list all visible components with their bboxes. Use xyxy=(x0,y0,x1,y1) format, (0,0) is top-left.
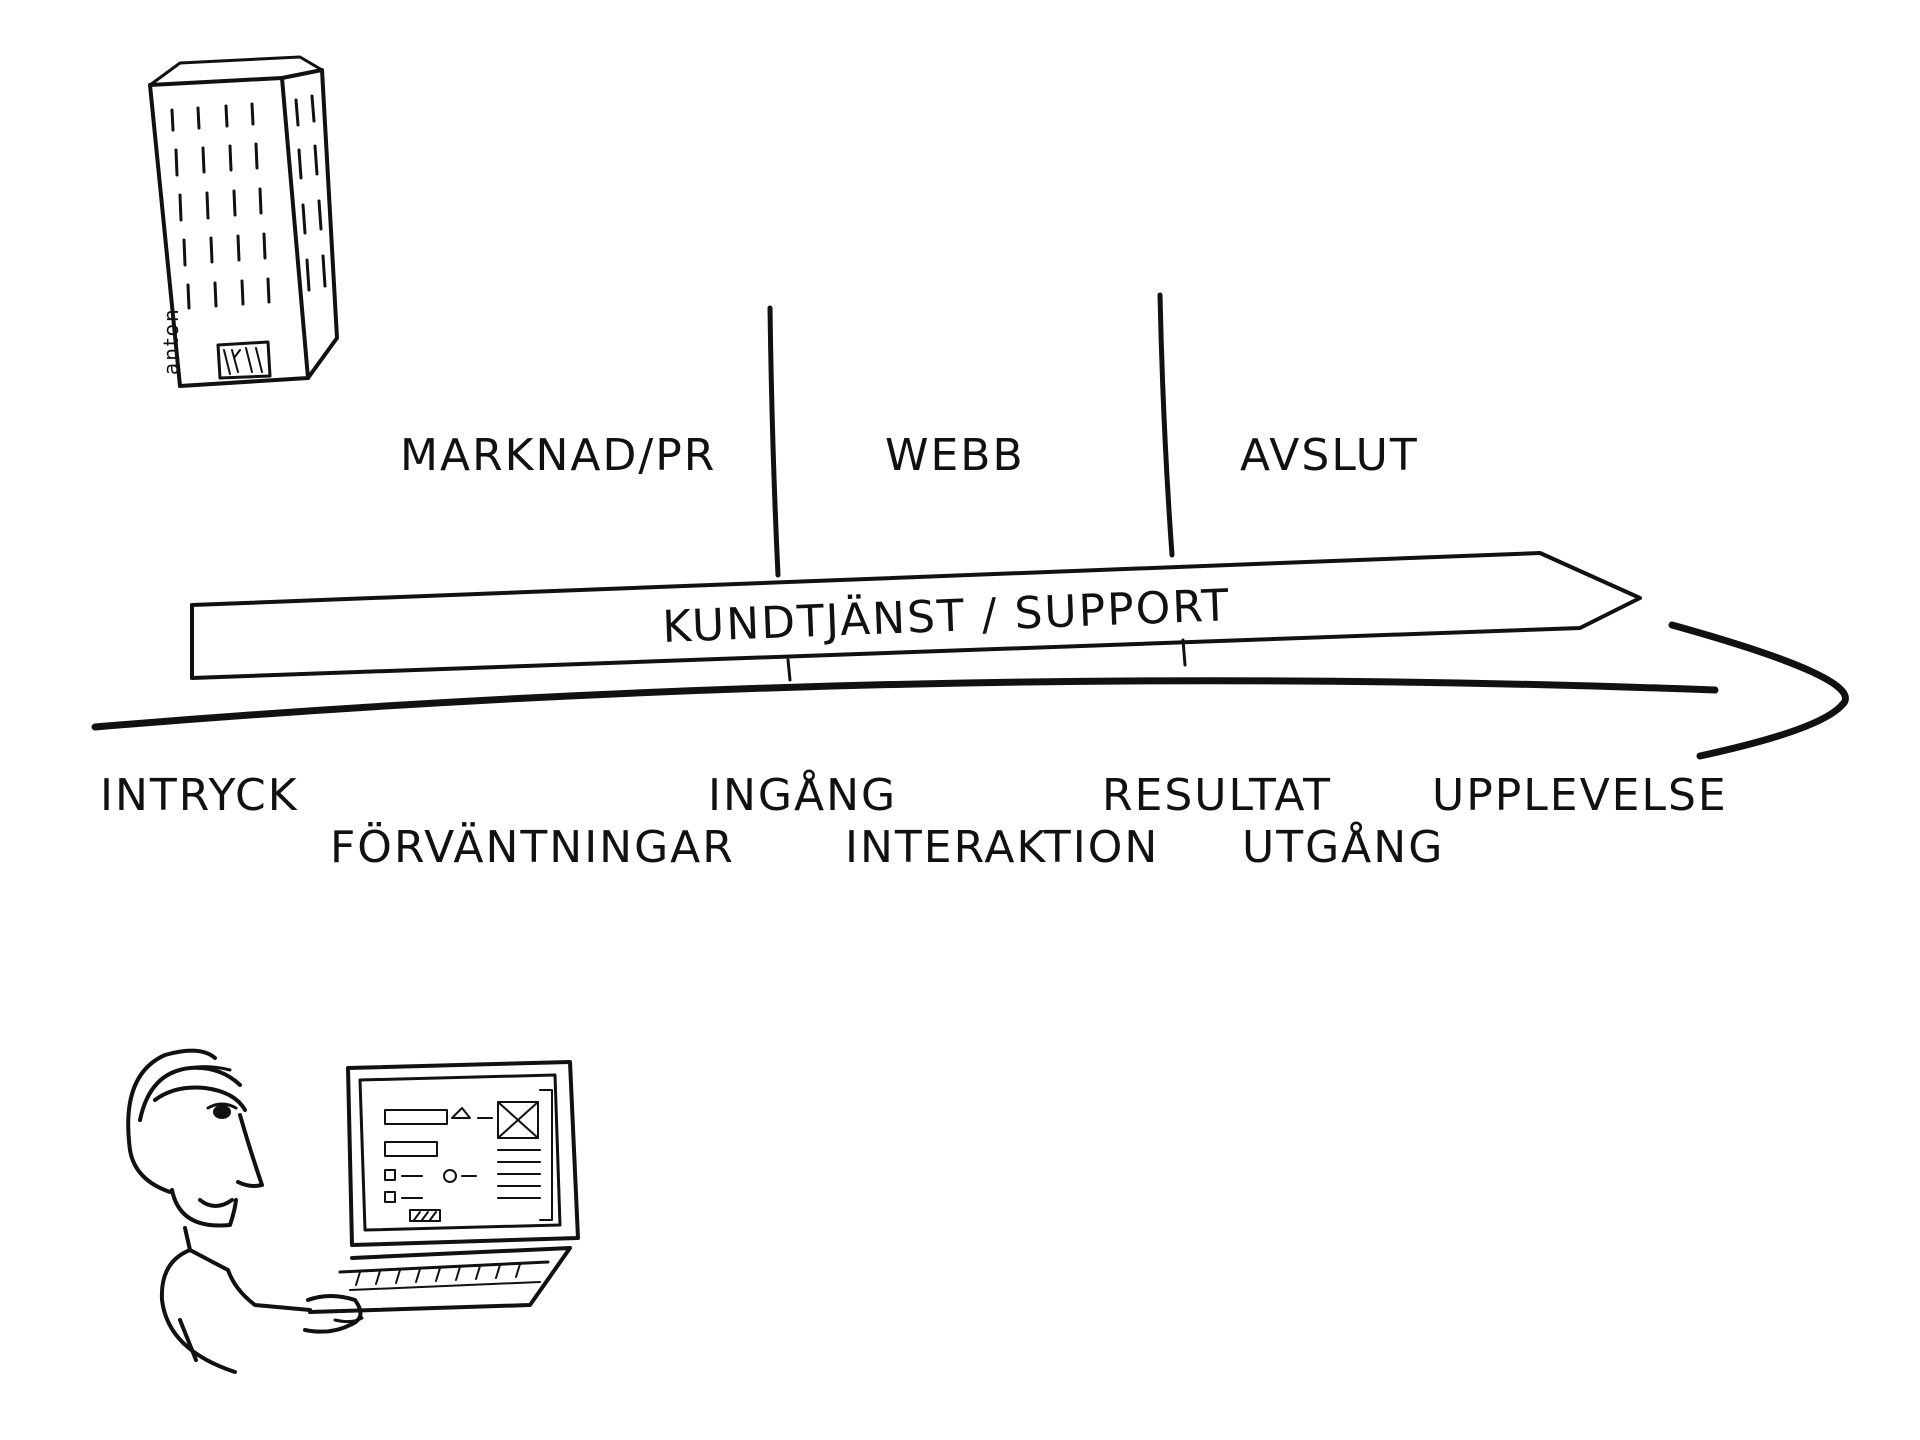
support-band xyxy=(190,551,1642,680)
stage-impression-label: INTRYCK xyxy=(100,770,299,821)
stage-entry-label: INGÅNG xyxy=(708,768,897,821)
stage-interaction-label: INTERAKTION xyxy=(845,822,1159,873)
section-web-label: WEBB xyxy=(885,430,1025,481)
office-building-illustration xyxy=(148,55,339,388)
journey-timeline-arrowhead xyxy=(1668,621,1849,760)
artist-signature: anton xyxy=(159,307,183,375)
stage-result-label: RESULTAT xyxy=(1102,770,1332,821)
journey-timeline-line xyxy=(91,677,1719,731)
person-eye-icon xyxy=(213,1105,231,1119)
stage-expectations-label: FÖRVÄNTNINGAR xyxy=(330,821,735,873)
divider-marketing-web xyxy=(767,305,781,578)
person-at-computer-illustration xyxy=(126,1048,580,1374)
stage-experience-label: UPPLEVELSE xyxy=(1432,770,1728,821)
divider-web-closing xyxy=(1157,292,1175,558)
stage-exit-label: UTGÅNG xyxy=(1242,820,1444,873)
section-marketing-label: MARKNAD/PR xyxy=(400,430,716,481)
section-closing-label: AVSLUT xyxy=(1240,430,1419,481)
